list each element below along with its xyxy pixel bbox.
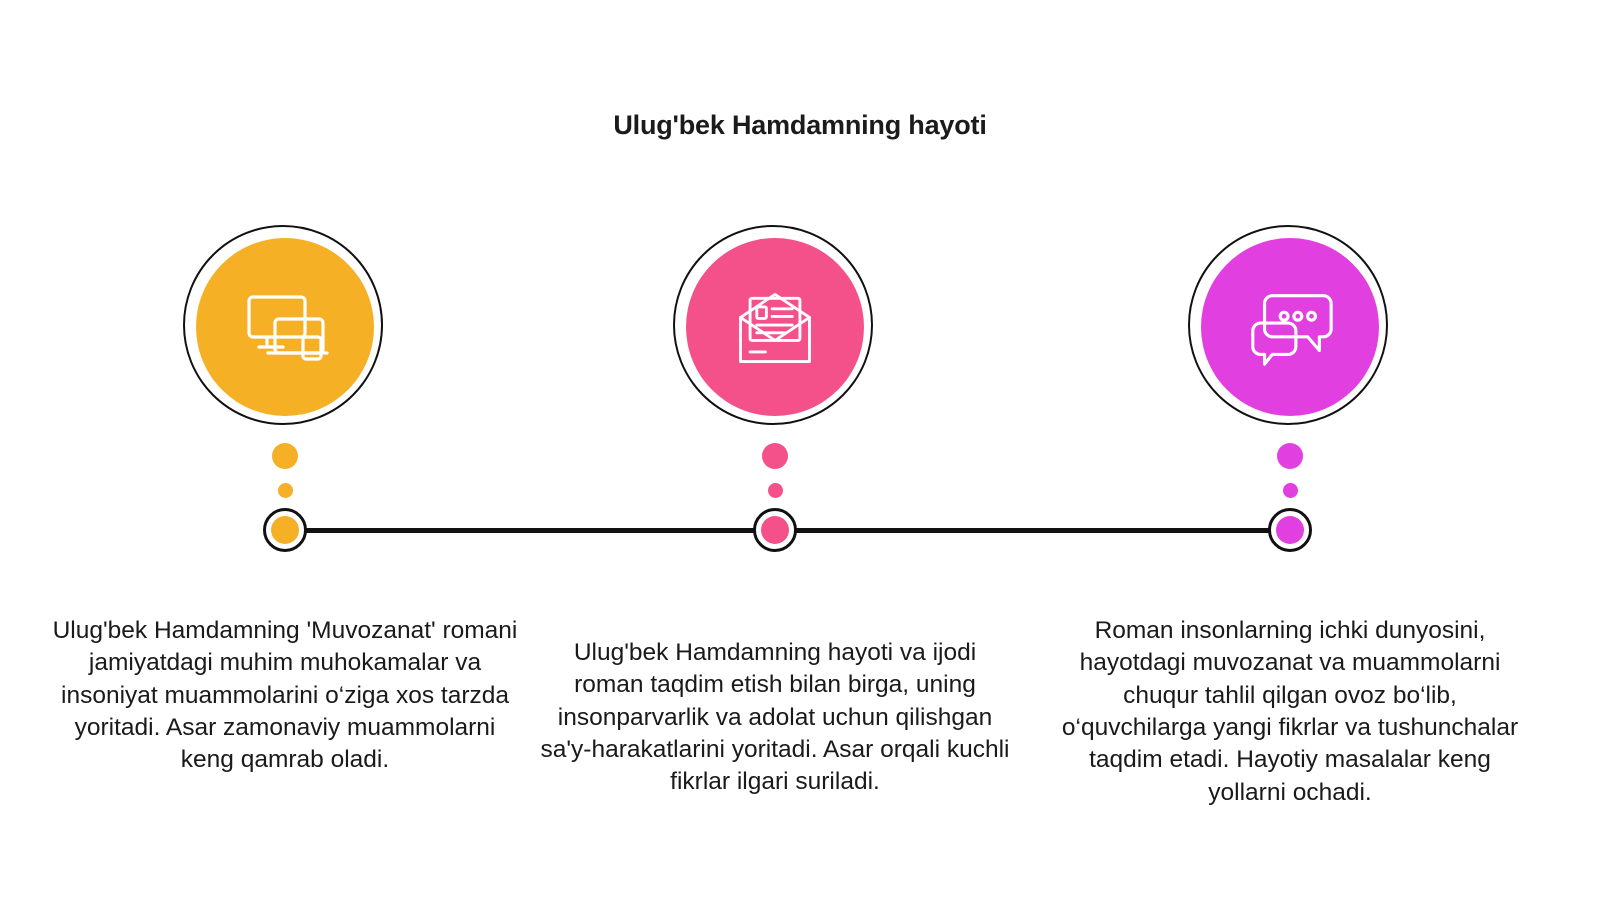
step-1-dot-large	[272, 443, 298, 469]
step-2-description: Ulug'bek Hamdamning hayoti va ijodi roma…	[540, 639, 1010, 796]
step-2-fill	[686, 238, 864, 416]
step-1-description: Ulug'bek Hamdamning 'Muvozanat' romani j…	[52, 617, 518, 774]
timeline-step-1: Ulug'bek Hamdamning 'Muvozanat' romani j…	[25, 0, 545, 900]
step-2-dot-small	[767, 483, 783, 498]
step-3-dot-large	[1277, 443, 1303, 469]
step-2-node-inner	[761, 516, 789, 544]
step-3-description: Roman insonlarning ichki dunyosini, hayo…	[1061, 617, 1519, 806]
step-2-dot-large	[762, 443, 788, 469]
step-3-node-inner	[1276, 516, 1304, 544]
open-envelope-icon	[729, 281, 821, 373]
step-3-node[interactable]	[1268, 508, 1312, 552]
step-3-dot-small	[1282, 483, 1298, 498]
step-3-icon-circle[interactable]	[1188, 225, 1392, 429]
step-3-fill	[1201, 238, 1379, 416]
step-1-dot-small	[277, 483, 293, 498]
chat-bubbles-icon	[1243, 280, 1337, 374]
step-1-fill	[196, 238, 374, 416]
step-1-icon-circle[interactable]	[183, 225, 387, 429]
step-2-node[interactable]	[753, 508, 797, 552]
timeline-step-3: Roman insonlarning ichki dunyosini, hayo…	[1030, 0, 1550, 900]
timeline-step-2: Ulug'bek Hamdamning hayoti va ijodi roma…	[515, 0, 1035, 900]
page-title: Ulug'bek Hamdamning hayoti	[613, 110, 987, 140]
step-1-node-inner	[271, 516, 299, 544]
devices-icon	[237, 279, 333, 375]
step-1-node[interactable]	[263, 508, 307, 552]
step-2-icon-circle[interactable]	[673, 225, 877, 429]
